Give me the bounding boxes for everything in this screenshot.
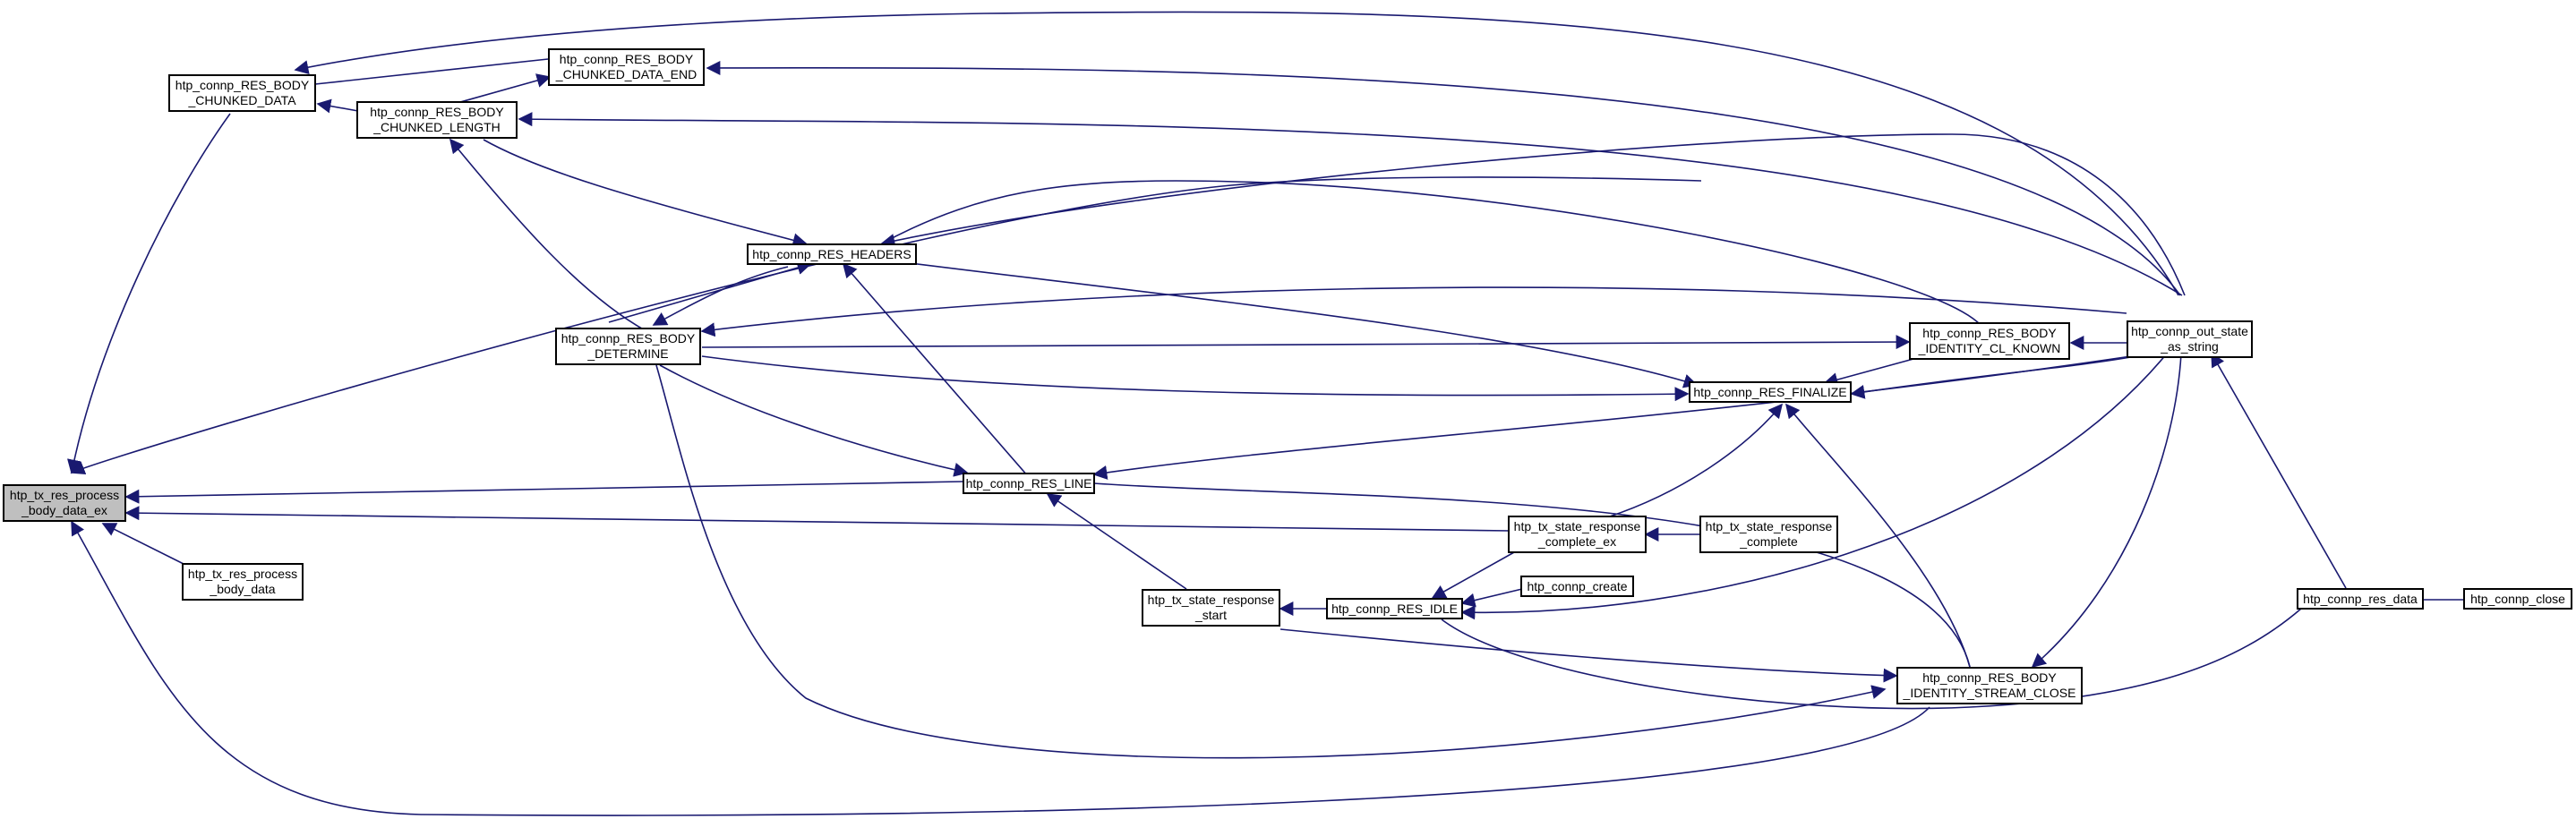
node-line: _body_data bbox=[210, 582, 276, 596]
edge-stream-close-to-out-state bbox=[2031, 353, 2182, 669]
edge-headers-to-determine bbox=[652, 266, 789, 326]
node-line: htp_tx_state_response bbox=[1513, 519, 1641, 533]
node-htp-connp-res-idle[interactable]: htp_connp_RES_IDLE bbox=[1326, 598, 1463, 619]
edge-determine-to-stream-close bbox=[655, 364, 1887, 759]
node-line: htp_connp_RES_BODY bbox=[559, 52, 694, 66]
node-line: htp_connp_RES_IDLE bbox=[1331, 601, 1458, 616]
edge-finalize-to-stream-close bbox=[1784, 403, 1971, 668]
node-line: _DETERMINE bbox=[587, 346, 669, 361]
node-line: _as_string bbox=[2161, 339, 2219, 354]
node-line: htp_connp_RES_BODY bbox=[561, 331, 696, 346]
edge-determine-to-cl-known bbox=[701, 335, 1911, 350]
node-line: htp_connp_RES_BODY bbox=[1922, 326, 2057, 340]
edge-determine-to-line bbox=[659, 364, 969, 477]
edge-determine-to-finalize bbox=[701, 355, 1690, 402]
node-htp-connp-res-headers[interactable]: htp_connp_RES_HEADERS bbox=[747, 243, 917, 265]
edge-headers-to-chunked-length bbox=[483, 139, 808, 248]
edge-out-state-to-chunked-length bbox=[518, 112, 2183, 296]
edge-chunked-data-to-process-ex bbox=[67, 113, 231, 474]
edge-line-to-out-state bbox=[1092, 353, 2150, 480]
node-line: _CHUNKED_LENGTH bbox=[373, 120, 501, 134]
edge-complete-ex-to-process-ex bbox=[124, 506, 1511, 532]
node-line: htp_connp_create bbox=[1527, 578, 1628, 593]
node-line: htp_connp_close bbox=[2470, 591, 2565, 606]
edge-response-start-to-stream-close bbox=[1279, 628, 1898, 683]
edge-line-to-headers bbox=[842, 262, 1029, 477]
edge-res-data-to-out-state bbox=[2211, 352, 2347, 589]
edge-line-to-response-start bbox=[1046, 493, 1187, 590]
node-htp-tx-state-response-complete[interactable]: htp_tx_state_response _complete bbox=[1699, 516, 1838, 553]
node-htp-tx-res-process-body-data[interactable]: htp_tx_res_process _body_data bbox=[182, 563, 304, 601]
node-line: htp_tx_res_process bbox=[187, 567, 298, 581]
node-htp-connp-res-body-chunked-length[interactable]: htp_connp_RES_BODY _CHUNKED_LENGTH bbox=[356, 101, 518, 139]
node-htp-connp-create[interactable]: htp_connp_create bbox=[1520, 576, 1634, 597]
node-line: _complete bbox=[1740, 534, 1798, 549]
node-htp-connp-out-state-as-string[interactable]: htp_connp_out_state _as_string bbox=[2127, 320, 2253, 358]
node-htp-connp-res-body-chunked-data[interactable]: htp_connp_RES_BODY _CHUNKED_DATA bbox=[168, 74, 316, 112]
node-line: _complete_ex bbox=[1537, 534, 1617, 549]
node-htp-connp-res-body-identity-stream-close[interactable]: htp_connp_RES_BODY _IDENTITY_STREAM_CLOS… bbox=[1896, 667, 2083, 704]
edge-line-to-process-ex bbox=[124, 481, 963, 504]
node-htp-connp-res-body-identity-cl-known[interactable]: htp_connp_RES_BODY _IDENTITY_CL_KNOWN bbox=[1909, 322, 2070, 360]
node-htp-tx-state-response-complete-ex[interactable]: htp_tx_state_response _complete_ex bbox=[1508, 516, 1647, 553]
node-line: htp_tx_state_response bbox=[1705, 519, 1833, 533]
node-htp-connp-res-finalize[interactable]: htp_connp_RES_FINALIZE bbox=[1689, 381, 1852, 403]
edge-chunked-data-end-to-chunked-data bbox=[314, 58, 549, 85]
edge-stream-close-to-process-ex bbox=[71, 520, 1930, 816]
node-line: htp_connp_RES_FINALIZE bbox=[1693, 384, 1847, 399]
edge-out-state-to-determine bbox=[700, 286, 2127, 337]
edge-chunked-length-to-chunked-data-end bbox=[447, 73, 552, 107]
node-line: htp_connp_RES_BODY bbox=[175, 78, 310, 92]
node-line: _body_data_ex bbox=[21, 503, 107, 517]
edge-idle-to-connp-create bbox=[1460, 588, 1523, 608]
node-line: _IDENTITY_CL_KNOWN bbox=[1918, 341, 2061, 355]
node-htp-connp-close[interactable]: htp_connp_close bbox=[2463, 588, 2572, 610]
node-line: htp_tx_res_process bbox=[9, 488, 120, 502]
node-line: _CHUNKED_DATA_END bbox=[555, 67, 697, 81]
edge-headers-to-finalize bbox=[881, 259, 1699, 388]
edge-idle-to-out-state bbox=[1460, 353, 2168, 620]
edge-out-state-to-chunked-data-end bbox=[706, 60, 2181, 296]
edge-tx-process-to-process-ex bbox=[101, 523, 184, 565]
edge-out-state-to-chunked-data bbox=[294, 11, 2179, 296]
node-htp-connp-res-data[interactable]: htp_connp_res_data bbox=[2297, 588, 2424, 610]
node-line: htp_tx_state_response bbox=[1147, 593, 1275, 607]
node-htp-connp-res-line[interactable]: htp_connp_RES_LINE bbox=[963, 473, 1095, 494]
node-line: _start bbox=[1194, 608, 1227, 622]
edge-idle-to-complete-ex bbox=[1431, 547, 1523, 599]
node-line: htp_connp_RES_HEADERS bbox=[752, 246, 911, 261]
edge-cl-known-to-finalize bbox=[1823, 355, 1924, 387]
edge-determine-to-chunked-length bbox=[449, 138, 647, 332]
node-htp-connp-res-body-chunked-data-end[interactable]: htp_connp_RES_BODY _CHUNKED_DATA_END bbox=[548, 48, 705, 86]
node-line: htp_connp_RES_BODY bbox=[370, 105, 504, 119]
node-line: htp_connp_out_state bbox=[2131, 324, 2248, 338]
edge-line-to-stream-close bbox=[1093, 482, 1971, 668]
node-line: htp_connp_RES_BODY bbox=[1922, 670, 2057, 685]
edge-idle-to-res-data bbox=[1441, 608, 2302, 710]
node-htp-tx-res-process-body-data-ex[interactable]: htp_tx_res_process _body_data_ex bbox=[3, 484, 126, 522]
edge-cl-known-to-headers bbox=[881, 180, 1981, 326]
edge-finalize-to-complete-ex bbox=[1606, 403, 1784, 518]
node-line: _CHUNKED_DATA bbox=[188, 93, 296, 107]
node-line: _IDENTITY_STREAM_CLOSE bbox=[1903, 686, 2076, 700]
node-htp-connp-res-body-determine[interactable]: htp_connp_RES_BODY _DETERMINE bbox=[555, 328, 701, 365]
edge-determine-to-headers bbox=[608, 260, 812, 323]
node-line: htp_connp_res_data bbox=[2303, 591, 2418, 606]
node-line: htp_connp_RES_LINE bbox=[965, 475, 1092, 491]
node-htp-tx-state-response-start[interactable]: htp_tx_state_response _start bbox=[1142, 589, 1280, 627]
edge-chunked-length-to-chunked-data bbox=[316, 98, 359, 114]
edge-out-state-to-headers bbox=[880, 133, 2186, 296]
